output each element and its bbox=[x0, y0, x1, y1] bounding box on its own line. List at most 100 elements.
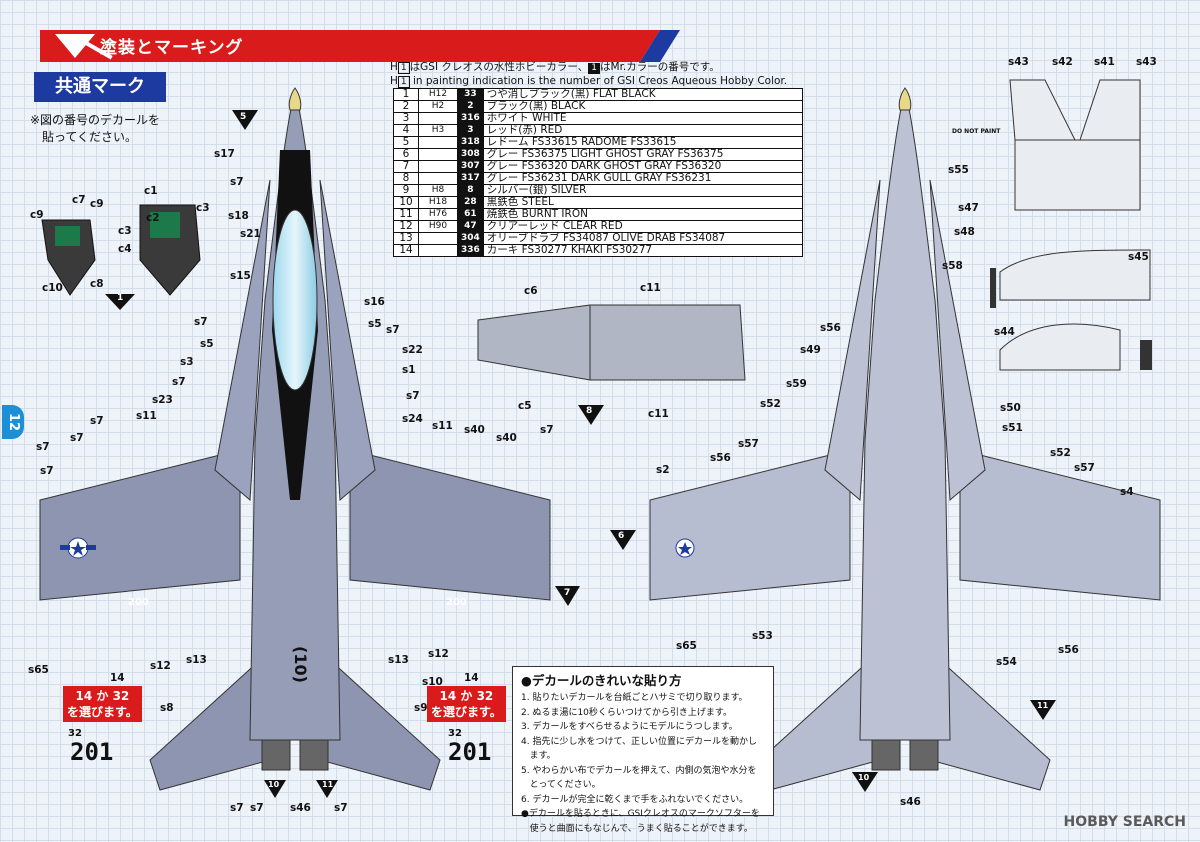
decal-label: s7 bbox=[406, 390, 420, 402]
decal-label: c8 bbox=[90, 278, 104, 290]
decal-label: s40 bbox=[496, 432, 517, 444]
decal-label: s23 bbox=[152, 394, 173, 406]
decal-label: s15 bbox=[230, 270, 251, 282]
decal-label: s21 bbox=[240, 228, 261, 240]
nose-number: (10) bbox=[290, 646, 310, 683]
decal-label: s5 bbox=[200, 338, 214, 350]
wing-number-right: 200 bbox=[446, 597, 467, 608]
decal-label: s7 bbox=[40, 465, 54, 477]
decal-label: c11 bbox=[640, 282, 661, 294]
decal-label: s4 bbox=[1120, 486, 1134, 498]
note-en-post: in painting indication is the number of … bbox=[409, 75, 788, 87]
callout-10b: 10 bbox=[858, 773, 870, 782]
decal-label: s42 bbox=[1052, 56, 1073, 68]
decal-label: s43 bbox=[1136, 56, 1157, 68]
bottom-view-aircraft bbox=[649, 87, 1161, 791]
tip-step: 使うと曲面にもなじんで、うまく貼ることができます。 bbox=[521, 823, 753, 834]
choose-label-left: 14 か 32 を選びます。 bbox=[63, 686, 142, 722]
number-201-right: 201 bbox=[448, 738, 492, 766]
label-32-right: 32 bbox=[448, 728, 462, 739]
note-en-prefix: H bbox=[390, 75, 398, 87]
paint-hobby-code bbox=[418, 244, 458, 257]
decal-tips-box: ●デカールのきれいな貼り方 1. 貼りたいデカールを台紙ごとハサミで切り取ります… bbox=[512, 666, 774, 834]
decal-label: s7 bbox=[70, 432, 84, 444]
decal-instruction: ※図の番号のデカールを 貼ってください。 bbox=[30, 112, 160, 146]
decal-label: c10 bbox=[42, 282, 63, 294]
decal-label: s46 bbox=[900, 796, 921, 808]
watermark: HOBBY SEARCH bbox=[1063, 814, 1186, 830]
choose-left-line2: を選びます。 bbox=[67, 705, 138, 719]
label-32-left: 32 bbox=[68, 728, 82, 739]
choose-left-line1: 14 か 32 bbox=[75, 689, 130, 703]
tip-step: とってください。 bbox=[521, 780, 601, 790]
decal-label: s2 bbox=[656, 464, 670, 476]
tip-step: 6. デカールが完全に乾くまで手をふれないでください。 bbox=[521, 794, 749, 805]
decal-label: s7 bbox=[172, 376, 186, 388]
decal-label: c11 bbox=[648, 408, 669, 420]
note-jp-post: はMr.カラーの番号です。 bbox=[600, 61, 720, 73]
decal-label: s54 bbox=[996, 656, 1017, 668]
decal-label: c7 bbox=[72, 194, 86, 206]
decal-label: c9 bbox=[90, 198, 104, 210]
decal-label: s7 bbox=[230, 176, 244, 188]
decal-label: s59 bbox=[786, 378, 807, 390]
decal-label: s48 bbox=[954, 226, 975, 238]
decal-label: s53 bbox=[752, 630, 773, 642]
decal-label: s9 bbox=[414, 702, 428, 714]
callout-11b: 11 bbox=[1037, 701, 1049, 710]
decal-label: s18 bbox=[228, 210, 249, 222]
note-jp-prefix: H bbox=[390, 61, 398, 73]
page-number: 12 bbox=[2, 405, 24, 439]
paint-mr-code: 28 bbox=[457, 196, 484, 209]
callout-6: 6 bbox=[618, 531, 625, 541]
decal-label: c6 bbox=[524, 285, 538, 297]
tips-title: ●デカールのきれいな貼り方 bbox=[521, 673, 682, 688]
decal-label: s44 bbox=[994, 326, 1015, 338]
decal-label: s50 bbox=[1000, 402, 1021, 414]
decal-label: s8 bbox=[160, 702, 174, 714]
decal-label: s3 bbox=[180, 356, 194, 368]
decal-label: c2 bbox=[146, 212, 160, 224]
decal-label: c4 bbox=[118, 243, 132, 255]
decal-label: c5 bbox=[518, 400, 532, 412]
paint-mr-code: 308 bbox=[457, 148, 484, 161]
page-title: 塗装とマーキング bbox=[100, 38, 244, 58]
callout-10: 10 bbox=[268, 780, 280, 789]
callout-7: 7 bbox=[564, 588, 571, 598]
callout-markers bbox=[232, 110, 1056, 798]
callout-5: 5 bbox=[240, 112, 247, 122]
note-jp-c-box: 1 bbox=[588, 63, 601, 74]
decal-label: s7 bbox=[386, 324, 400, 336]
tip-step: 2. ぬるま湯に10秒くらいつけてから引き上げます。 bbox=[521, 707, 733, 718]
tip-step: 1. 貼りたいデカールを台紙ごとハサミで切り取ります。 bbox=[521, 693, 748, 703]
decal-label: s57 bbox=[1074, 462, 1095, 474]
choose-label-right: 14 か 32 を選びます。 bbox=[427, 686, 506, 722]
decal-label: s13 bbox=[388, 654, 409, 666]
decal-label: s58 bbox=[942, 260, 963, 272]
callout-1: 1 bbox=[117, 293, 124, 303]
decal-label: s5 bbox=[368, 318, 382, 330]
choose-right-line1: 14 か 32 bbox=[439, 689, 494, 703]
top-view-aircraft bbox=[39, 87, 551, 791]
tip-step: 5. やわらかい布でデカールを押えて、内側の気泡や水分を bbox=[521, 765, 757, 776]
paint-hobby-code: H12 bbox=[418, 88, 458, 101]
tip-step: ●デカールを貼るときに、GSIクレオスのマークソフターを bbox=[521, 809, 760, 819]
decal-label: 14 bbox=[464, 672, 479, 684]
decal-label: 14 bbox=[110, 672, 125, 684]
decal-label: s13 bbox=[186, 654, 207, 666]
decal-label: s7 bbox=[334, 802, 348, 814]
decal-label: s7 bbox=[194, 316, 208, 328]
decal-label: s52 bbox=[760, 398, 781, 410]
paint-mr-code: 336 bbox=[457, 244, 484, 257]
note-jp-h-box: 1 bbox=[397, 62, 410, 74]
decal-label: s22 bbox=[402, 344, 423, 356]
decal-label: s17 bbox=[214, 148, 235, 160]
decal-label: c3 bbox=[196, 202, 210, 214]
decal-label: s49 bbox=[800, 344, 821, 356]
